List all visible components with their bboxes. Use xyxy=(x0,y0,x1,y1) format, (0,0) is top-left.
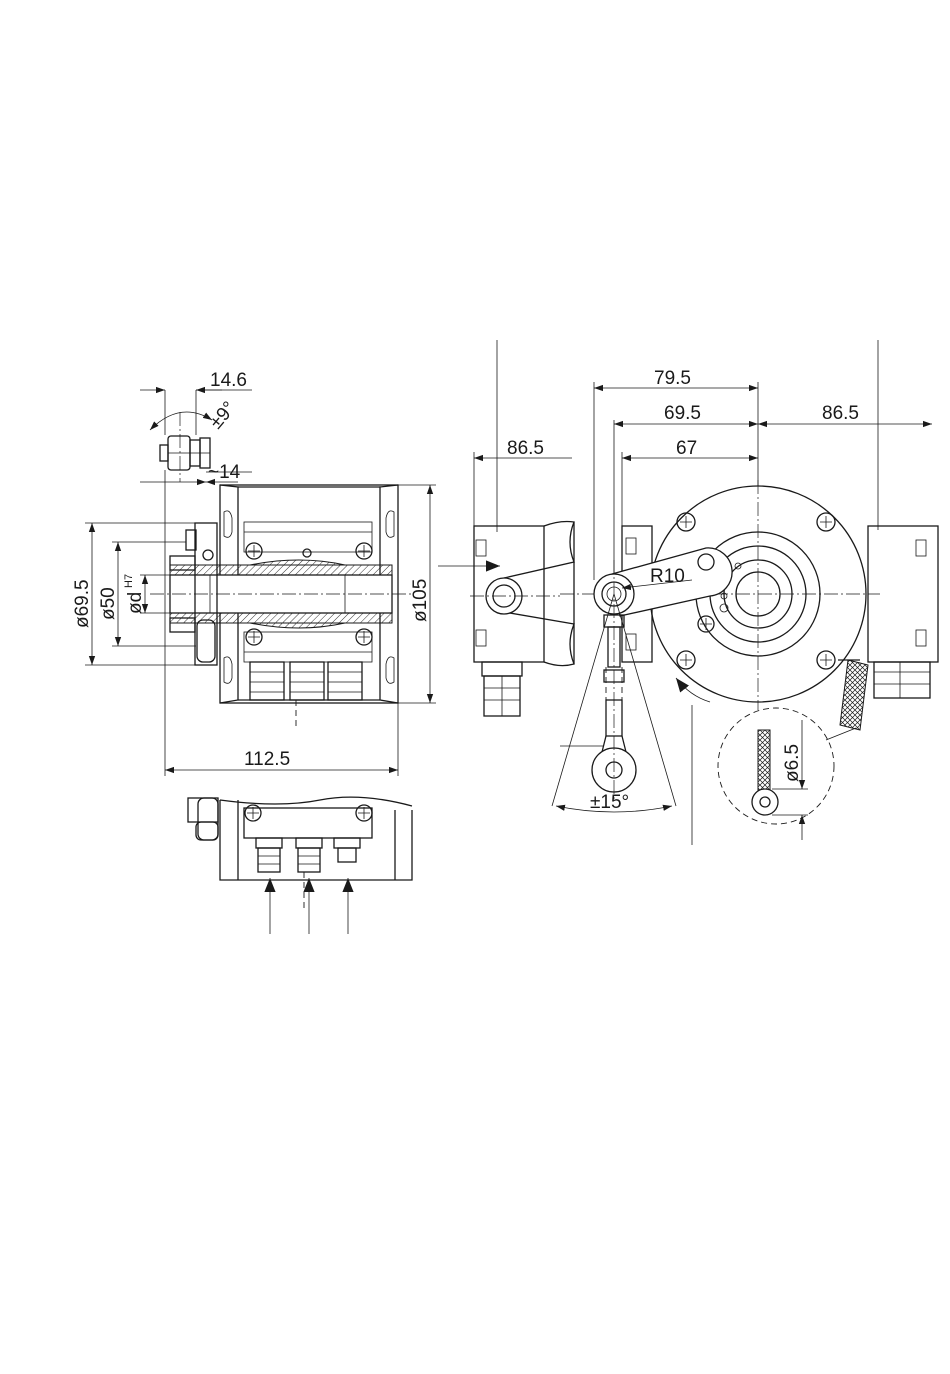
screw xyxy=(245,805,261,821)
dim-dia-d-tolerance: H7 xyxy=(123,574,135,588)
dim-dia-69-5: ø69.5 xyxy=(72,579,93,628)
dim-67: 67 xyxy=(676,438,697,459)
screw xyxy=(817,651,835,669)
dim-dia-50: ø50 xyxy=(98,587,119,620)
screw xyxy=(246,543,262,559)
dim-dia-105: ø105 xyxy=(410,579,431,622)
front-view: R10 ±15° xyxy=(438,340,938,845)
screw xyxy=(677,513,695,531)
dim-angle-15: ±15° xyxy=(590,792,629,813)
dim-dia-d: ød xyxy=(125,592,146,614)
dim-14-6: 14.6 xyxy=(210,370,247,391)
cable-glands xyxy=(250,662,362,726)
screw xyxy=(356,629,372,645)
torque-stop-bolt xyxy=(160,412,210,482)
screw xyxy=(356,805,372,821)
screw xyxy=(356,543,372,559)
dim-r10: R10 xyxy=(650,566,685,587)
side-view: ±9° 14.6 ~14 ø69.5 ø50 ød H7 ø105 xyxy=(72,370,436,776)
dim-dia-6-5: ø6.5 xyxy=(782,744,803,782)
dim-86-5-left: 86.5 xyxy=(507,438,544,459)
dim-79-5: 79.5 xyxy=(654,368,691,389)
dim-69-5-top: 69.5 xyxy=(664,403,701,424)
dim-86-5-right: 86.5 xyxy=(822,403,859,424)
hollow-shaft xyxy=(170,565,392,575)
screw xyxy=(817,513,835,531)
screw xyxy=(677,651,695,669)
dim-angle-9: ±9° xyxy=(206,398,240,433)
dim-approx-14: ~14 xyxy=(208,462,241,483)
bottom-view xyxy=(188,797,412,934)
screw xyxy=(246,629,262,645)
dim-112-5: 112.5 xyxy=(244,749,290,770)
